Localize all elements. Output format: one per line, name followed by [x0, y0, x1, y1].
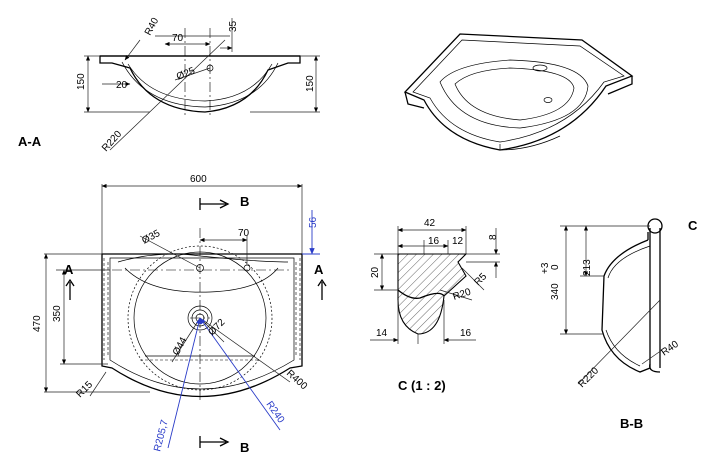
front-dim-dia35: Ø35 — [140, 228, 162, 247]
isometric-basin-view — [403, 33, 634, 151]
front-dim-56: 56 — [308, 216, 319, 228]
aa-dim-r220: R220 — [100, 129, 124, 154]
bb-dim-tol: +3 — [540, 262, 551, 274]
c-title: C (1 : 2) — [398, 378, 446, 393]
c-dim-42: 42 — [424, 218, 436, 229]
section-mark-a-right: A — [314, 262, 324, 277]
c-dim-16b: 16 — [460, 328, 472, 339]
front-dim-r15: R15 — [74, 379, 95, 400]
front-dim-70: 70 — [238, 228, 250, 239]
section-aa-view — [84, 18, 320, 151]
bb-dim-340: 340 — [550, 283, 561, 300]
c-dim-r20: R20 — [452, 287, 473, 303]
section-mark-b-top: B — [240, 194, 249, 209]
section-bb-view — [560, 218, 663, 385]
bb-dim-r40: R40 — [659, 339, 681, 359]
c-dim-r5: R5 — [472, 271, 489, 288]
aa-dim-70: 70 — [172, 33, 184, 44]
front-dim-dia72: Ø72 — [206, 317, 227, 338]
front-dim-600: 600 — [190, 174, 207, 185]
front-view — [43, 183, 327, 449]
aa-title: A-A — [18, 134, 42, 149]
aa-dim-dia25: Ø25 — [175, 65, 197, 82]
bb-dim-213: 213 — [582, 259, 593, 276]
bb-dim-r220: R220 — [576, 365, 601, 390]
section-mark-a-left: A — [64, 262, 74, 277]
bb-dim-tol0: 0 — [550, 264, 561, 270]
c-callout: C — [688, 218, 698, 233]
section-mark-b-bottom: B — [240, 440, 249, 455]
c-dim-8: 8 — [488, 234, 499, 240]
aa-dim-150-right: 150 — [305, 75, 316, 92]
c-dim-14: 14 — [376, 328, 388, 339]
bb-title: B-B — [620, 416, 643, 431]
aa-dim-35: 35 — [228, 20, 239, 32]
aa-dim-20: 20 — [116, 80, 128, 91]
aa-dim-r40: R40 — [143, 16, 162, 38]
detail-c-view — [370, 226, 500, 344]
front-dim-470: 470 — [32, 315, 43, 332]
c-dim-20: 20 — [370, 266, 381, 278]
c-dim-12: 12 — [452, 236, 464, 247]
front-dim-350: 350 — [52, 305, 63, 322]
aa-dim-150-left: 150 — [76, 73, 87, 90]
c-dim-16a: 16 — [428, 236, 440, 247]
